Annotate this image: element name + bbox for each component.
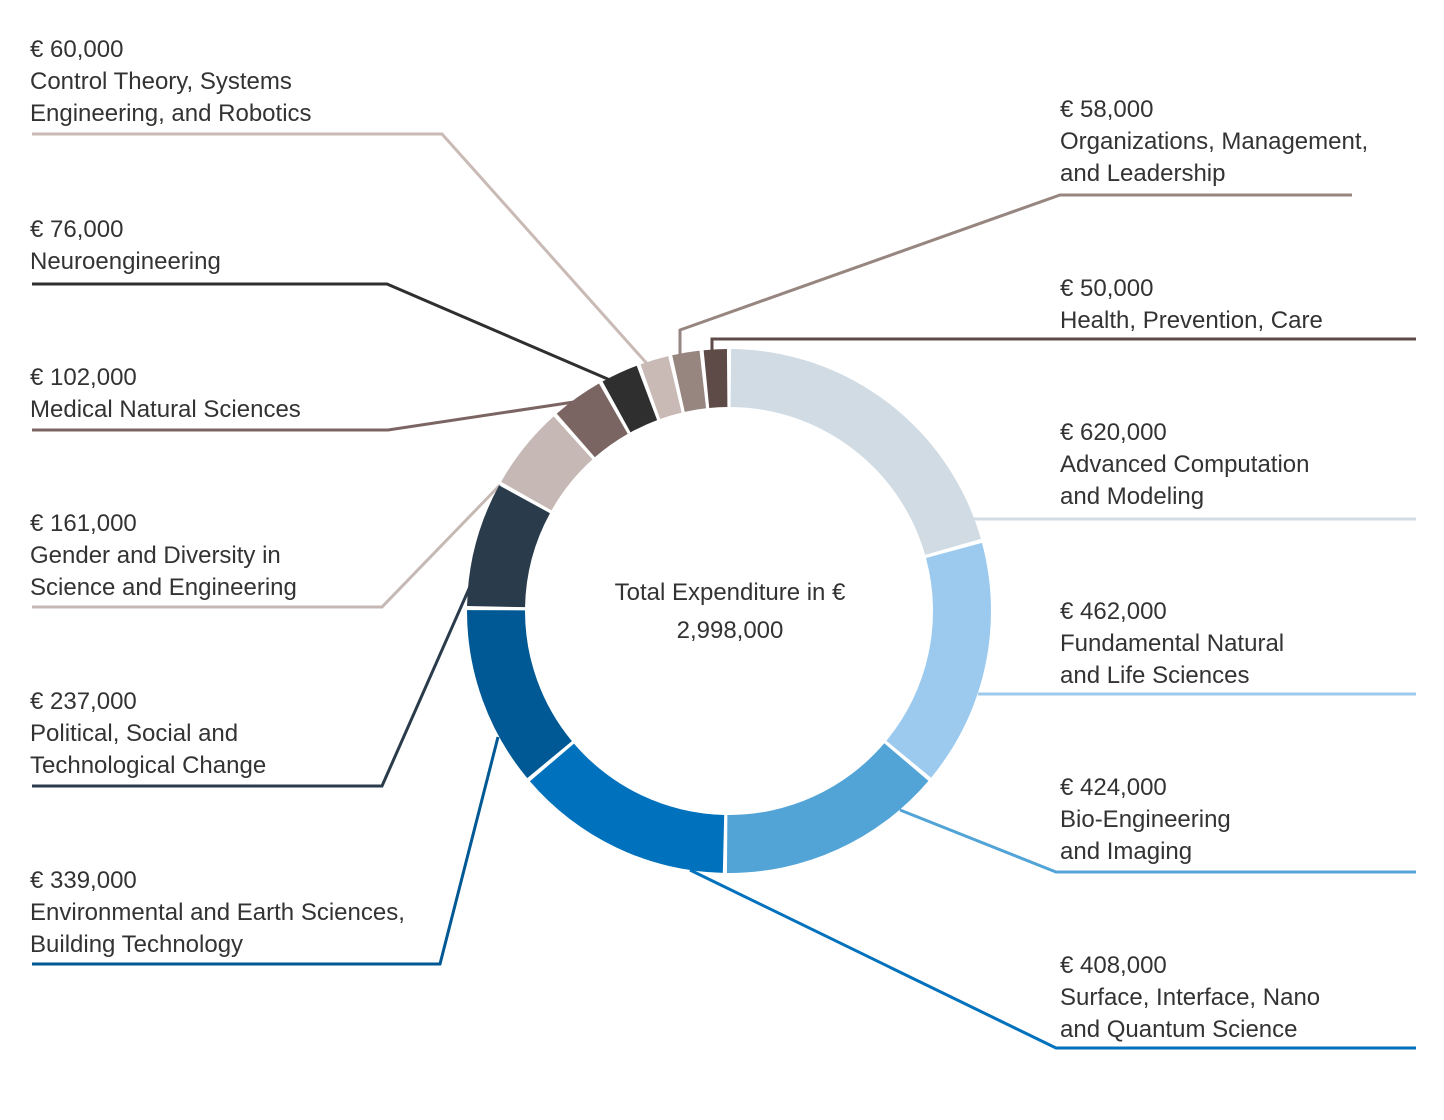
donut-slice [640,356,682,419]
leader-line [710,337,1416,351]
slice-name-line: and Life Sciences [1060,662,1250,689]
leader-line [32,736,500,966]
donut-slice [886,542,992,778]
donut-slice [556,383,628,458]
leader-line [32,282,611,382]
slice-amount: € 76,000 [30,216,124,243]
slice-name-line: Engineering, and Robotics [30,100,312,127]
donut-slice [501,416,593,511]
leader-line [678,193,1352,354]
slice-name-line: Neuroengineering [30,248,221,275]
slice-amount: € 50,000 [1060,275,1154,302]
slice-amount: € 339,000 [30,867,137,894]
slice-name-line: Gender and Diversity in [30,542,281,569]
slice-name-line: and Modeling [1060,483,1205,510]
center-total: 2,998,000 [676,617,784,644]
slice-name-line: Surface, Interface, Nano [1060,984,1321,1011]
slice-name-line: and Leadership [1060,160,1226,187]
donut-slices [467,349,992,873]
leader-line [32,581,474,788]
leader-lines [32,132,1416,1050]
donut-slice [672,350,707,412]
donut-center-label: Total Expenditure in € 2,998,000 [560,574,900,650]
donut-slice [726,743,929,873]
slice-amount: € 408,000 [1060,952,1167,979]
slice-amount: € 237,000 [30,688,137,715]
slice-amount: € 424,000 [1060,774,1167,801]
donut-slice [467,485,550,608]
slice-name-line: Political, Social and [30,720,239,747]
slice-amount: € 102,000 [30,364,137,391]
leader-line [899,808,1416,874]
slice-name-line: and Imaging [1060,838,1193,865]
leader-line [32,483,502,609]
slice-name-line: Medical Natural Sciences [30,396,301,423]
slice-amount: € 462,000 [1060,598,1167,625]
slice-amount: € 620,000 [1060,419,1167,446]
slice-name-line: Bio-Engineering [1060,806,1231,833]
leader-line [32,400,575,432]
slice-name-line: Environmental and Earth Sciences, [30,899,405,926]
donut-slice [730,349,981,555]
leader-line [32,132,652,368]
donut-slice [467,610,572,779]
slice-name-line: Technological Change [30,752,267,779]
leader-line [689,868,1416,1050]
slice-amount: € 60,000 [30,36,124,63]
slice-name-line: Organizations, Management, [1060,128,1369,155]
slice-name-line: Control Theory, Systems [30,68,292,95]
donut-slice [602,365,658,433]
slice-name-line: Fundamental Natural [1060,630,1285,657]
slice-name-line: Science and Engineering [30,574,297,601]
center-title: Total Expenditure in € [614,579,846,606]
slice-amount: € 161,000 [30,510,137,537]
slice-amount: € 58,000 [1060,96,1154,123]
slice-name-line: Building Technology [30,931,244,958]
donut-slice [703,349,728,408]
slice-name-line: and Quantum Science [1060,1016,1298,1043]
donut-slice [529,743,725,873]
slice-name-line: Health, Prevention, Care [1060,307,1323,334]
slice-name-line: Advanced Computation [1060,451,1310,478]
